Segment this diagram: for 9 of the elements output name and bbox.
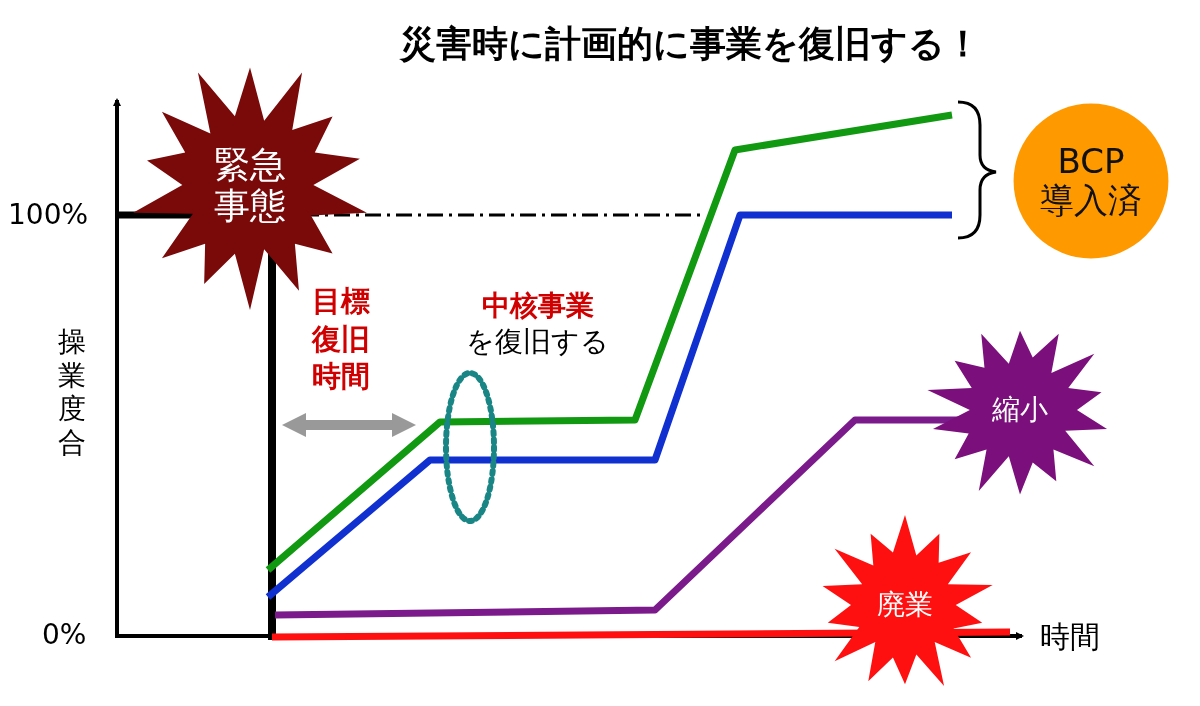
axis-title: 操業度合 (58, 325, 87, 460)
title: 災害時に計画的に事業を復旧する！ (398, 22, 982, 66)
axis-label: 0% (42, 618, 87, 651)
axis-title: 時間 (1040, 618, 1100, 656)
dotted-ellipse (443, 370, 497, 524)
annotation: 中核事業を復旧する (465, 288, 610, 361)
circle-badge: BCP 導入済 (1012, 102, 1170, 260)
annotation: 目標復旧時間 (312, 283, 371, 396)
axis-label: 100% (8, 198, 89, 231)
